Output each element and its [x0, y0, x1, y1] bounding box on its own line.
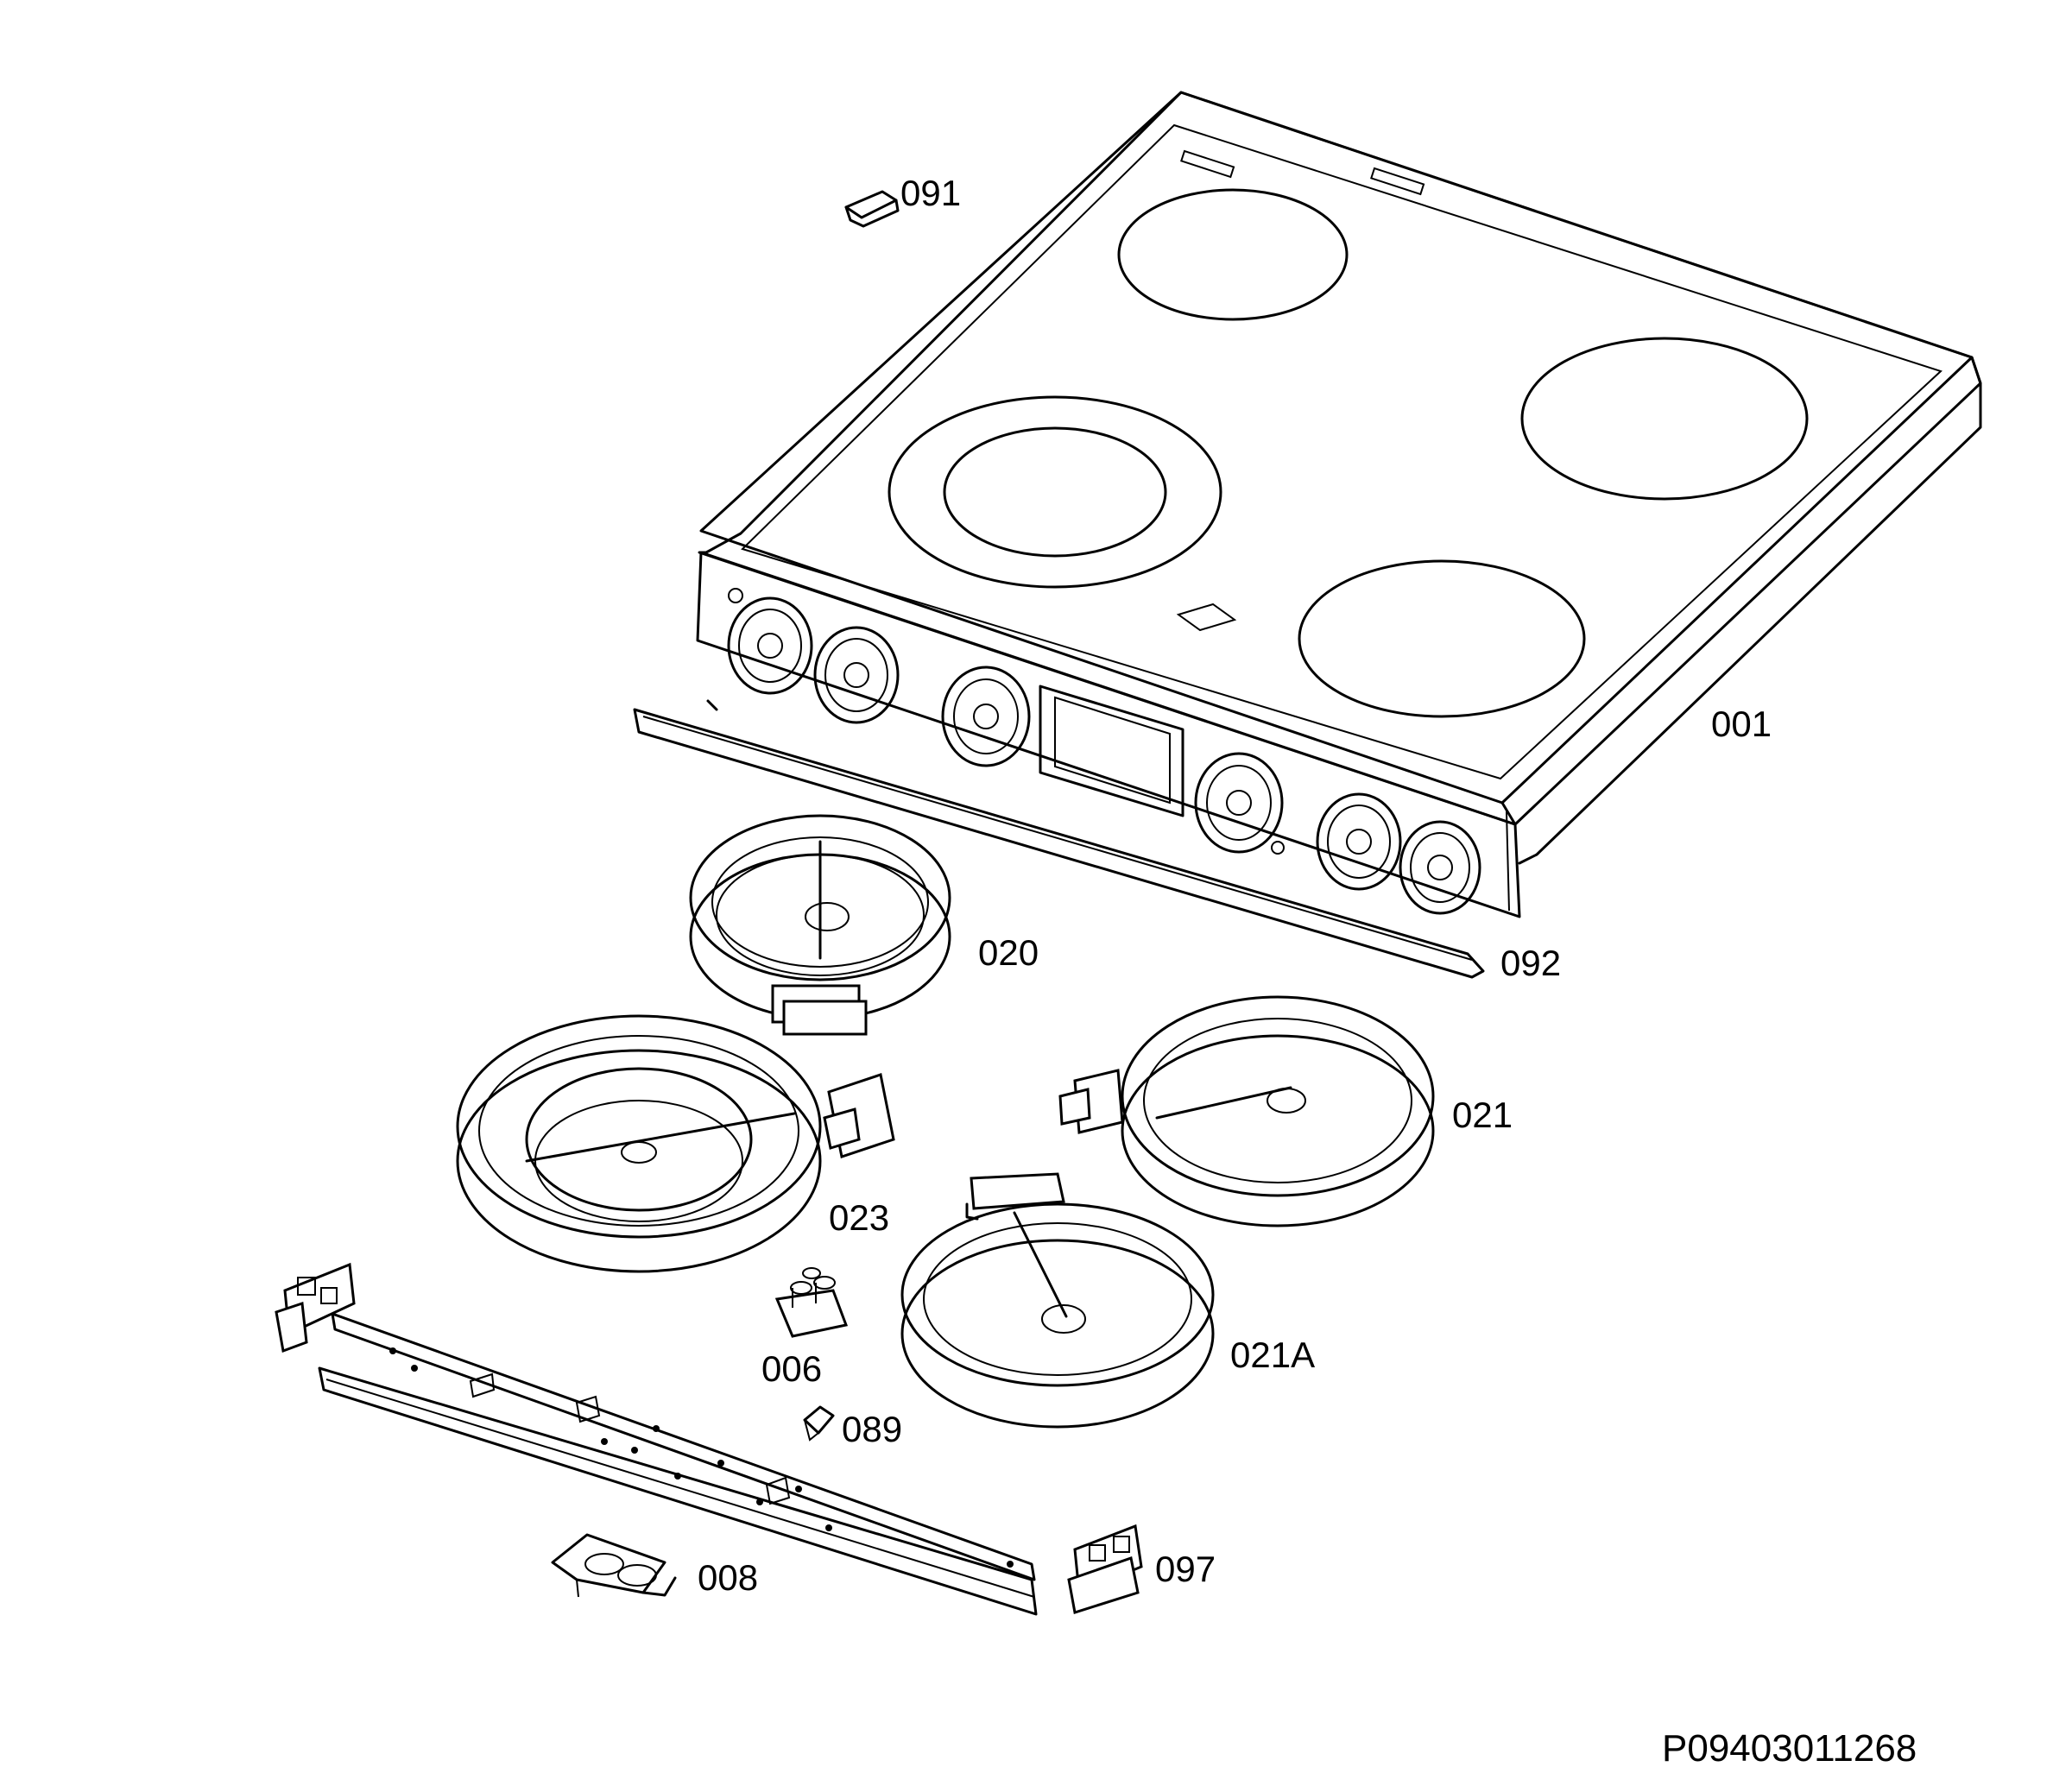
label-091: 091 — [900, 173, 961, 213]
clip-091[interactable] — [844, 190, 900, 228]
label-097: 097 — [1155, 1549, 1216, 1589]
label-020: 020 — [978, 932, 1039, 973]
bracket-008[interactable] — [551, 1533, 677, 1598]
label-008: 008 — [698, 1557, 758, 1598]
heater-023[interactable] — [456, 1014, 895, 1273]
terminal-block-006[interactable] — [774, 1267, 849, 1338]
support-rail-097[interactable] — [275, 1262, 1143, 1616]
heater-021[interactable] — [1058, 995, 1435, 1227]
document-number: P09403011268 — [1662, 1727, 1917, 1770]
label-089: 089 — [842, 1409, 902, 1449]
heater-020[interactable] — [689, 814, 951, 1036]
label-092: 092 — [1500, 943, 1561, 983]
trim-strip-092[interactable] — [633, 699, 1485, 979]
label-023: 023 — [829, 1197, 889, 1238]
clip-089[interactable] — [803, 1405, 835, 1442]
heater-021a[interactable] — [900, 1172, 1215, 1429]
label-001: 001 — [1711, 704, 1772, 744]
label-021: 021 — [1452, 1095, 1513, 1135]
label-006: 006 — [761, 1348, 822, 1389]
cooktop-001[interactable] — [696, 91, 1982, 918]
control-knob — [727, 596, 1481, 915]
label-021a: 021A — [1230, 1335, 1315, 1375]
